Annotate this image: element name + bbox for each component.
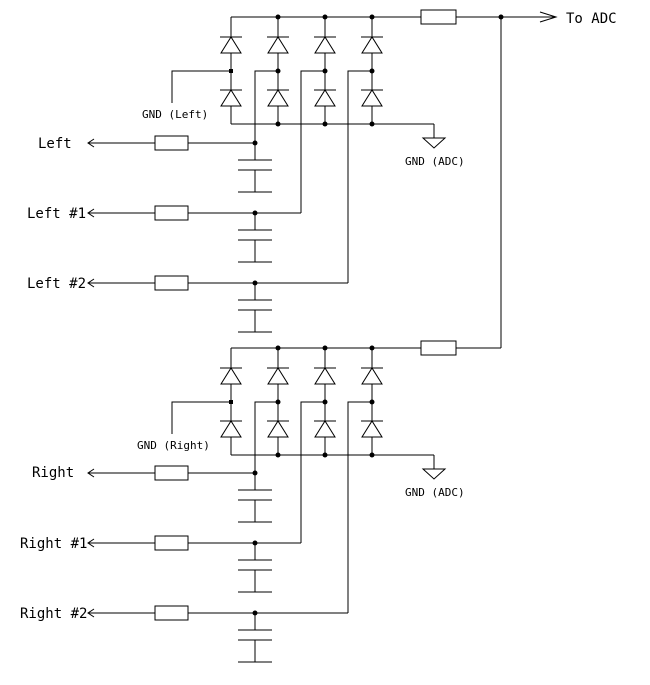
gnd-adc-label-bottom: GND (ADC)	[405, 486, 465, 499]
lower-diode-row-right	[220, 420, 383, 438]
lower-diode-row-left	[220, 89, 383, 107]
gnd-left-label: GND (Left)	[142, 108, 208, 121]
left-channel-network	[87, 9, 558, 333]
right-1-input-label: Right #1	[20, 536, 87, 552]
upper-diode-row-right	[220, 367, 383, 385]
right-channel-network	[87, 340, 457, 663]
gnd-adc-label-top: GND (ADC)	[405, 155, 465, 168]
gnd-right-label: GND (Right)	[137, 439, 210, 452]
left-input-label: Left	[38, 136, 72, 152]
left-1-input-label: Left #1	[27, 206, 86, 222]
left-2-input-label: Left #2	[27, 276, 86, 292]
right-input-label: Right	[32, 465, 74, 481]
to-adc-label: To ADC	[566, 11, 617, 27]
upper-diode-row-left	[220, 36, 383, 54]
gnd-adc-symbol-bottom	[421, 468, 447, 480]
output-resistor-right	[420, 340, 457, 356]
output-resistor-left	[420, 9, 457, 25]
gnd-adc-symbol-top	[421, 137, 447, 149]
right-2-input-label: Right #2	[20, 606, 87, 622]
